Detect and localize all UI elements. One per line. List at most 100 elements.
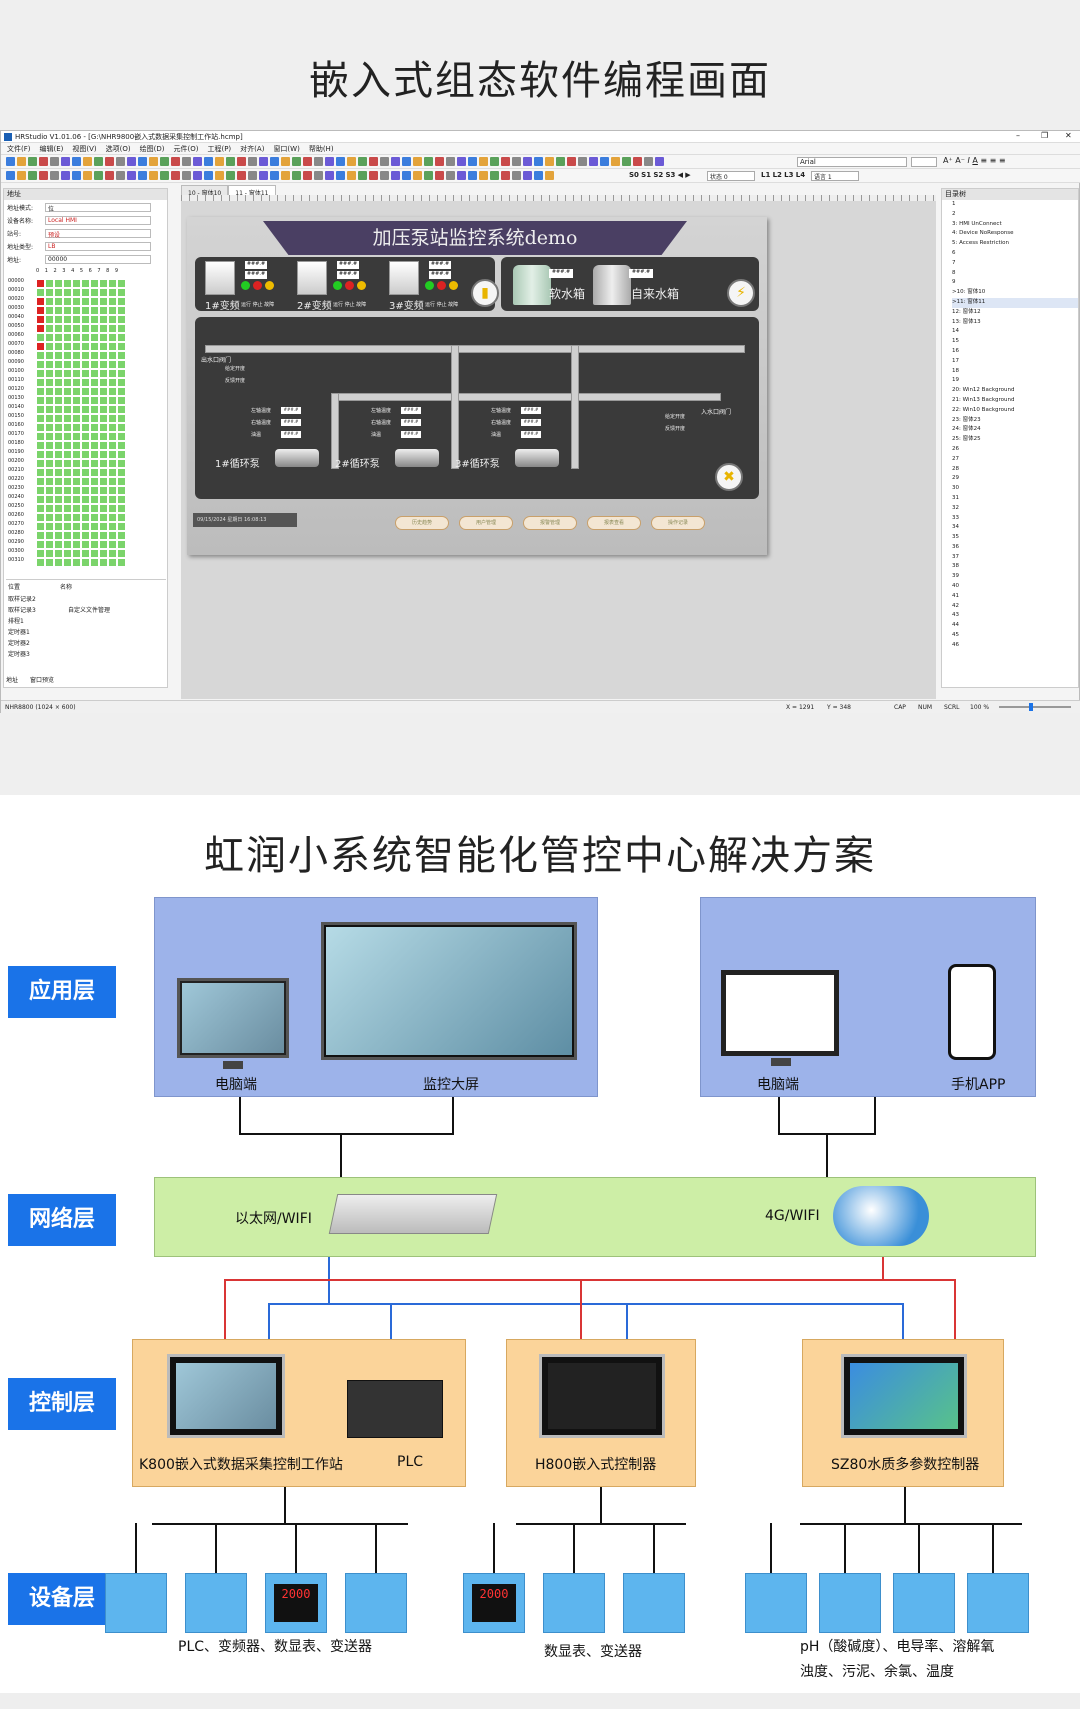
bit-cell[interactable] <box>64 334 71 341</box>
bit-cell[interactable] <box>37 352 44 359</box>
toolbar-tool-icon[interactable] <box>17 157 26 166</box>
bit-cell[interactable] <box>37 433 44 440</box>
bit-cell[interactable] <box>64 559 71 566</box>
bit-cell[interactable] <box>64 442 71 449</box>
bit-cell[interactable] <box>100 316 107 323</box>
tree-item[interactable]: 23: 窗体23 <box>952 416 981 423</box>
bit-cell[interactable] <box>109 523 116 530</box>
bit-cell[interactable] <box>118 370 125 377</box>
bit-cell[interactable] <box>73 415 80 422</box>
toolbar-tool-icon[interactable] <box>611 157 620 166</box>
bit-cell[interactable] <box>46 280 53 287</box>
bit-cell[interactable] <box>64 289 71 296</box>
bit-cell[interactable] <box>64 532 71 539</box>
bit-cell[interactable] <box>82 370 89 377</box>
toolbar-tool-icon[interactable] <box>336 171 345 180</box>
bit-cell[interactable] <box>46 379 53 386</box>
bit-cell[interactable] <box>118 451 125 458</box>
menu-window[interactable]: 窗口(W) <box>273 145 300 153</box>
toolbar-tool-icon[interactable] <box>105 157 114 166</box>
bit-cell[interactable] <box>100 352 107 359</box>
bit-cell[interactable] <box>91 559 98 566</box>
bit-cell[interactable] <box>46 505 53 512</box>
toolbar-tool-icon[interactable] <box>347 157 356 166</box>
menu-edit[interactable]: 编辑(E) <box>39 145 64 153</box>
bit-cell[interactable] <box>55 379 62 386</box>
bit-cell[interactable] <box>64 352 71 359</box>
bit-cell[interactable] <box>37 460 44 467</box>
bit-cell[interactable] <box>37 469 44 476</box>
bit-cell[interactable] <box>82 541 89 548</box>
toolbar-tool-icon[interactable] <box>160 171 169 180</box>
toolbar-tool-icon[interactable] <box>83 171 92 180</box>
bit-cell[interactable] <box>37 298 44 305</box>
bit-cell[interactable] <box>73 316 80 323</box>
bit-cell[interactable] <box>100 325 107 332</box>
bit-cell[interactable] <box>37 289 44 296</box>
bit-cell[interactable] <box>82 505 89 512</box>
bit-cell[interactable] <box>37 424 44 431</box>
bit-cell[interactable] <box>37 442 44 449</box>
bit-cell[interactable] <box>73 388 80 395</box>
field-value[interactable]: LB <box>45 242 151 251</box>
hmi-nav-button[interactable]: 操作记录 <box>651 516 705 530</box>
bit-cell[interactable] <box>109 343 116 350</box>
bit-cell[interactable] <box>55 280 62 287</box>
toolbar-tool-icon[interactable] <box>204 171 213 180</box>
bit-cell[interactable] <box>118 379 125 386</box>
bit-cell[interactable] <box>64 523 71 530</box>
bit-cell[interactable] <box>37 559 44 566</box>
bit-cell[interactable] <box>73 460 80 467</box>
toolbar-tool-icon[interactable] <box>39 157 48 166</box>
bit-cell[interactable] <box>118 433 125 440</box>
bit-cell[interactable] <box>73 334 80 341</box>
text-format-icons[interactable]: A⁺ A⁻ I A ≡ ≡ ≡ <box>943 156 1006 165</box>
bit-cell[interactable] <box>64 280 71 287</box>
tree-item[interactable]: 36 <box>952 543 959 550</box>
bit-cell[interactable] <box>55 505 62 512</box>
state-select[interactable]: 状态 0 <box>707 171 755 181</box>
toolbar-tool-icon[interactable] <box>292 171 301 180</box>
bit-cell[interactable] <box>109 496 116 503</box>
minimize-icon[interactable]: – <box>1016 131 1020 140</box>
tree-item[interactable]: 4: Device NoResponse <box>952 230 1014 237</box>
bit-cell[interactable] <box>100 370 107 377</box>
toolbar-tool-icon[interactable] <box>369 171 378 180</box>
bit-cell[interactable] <box>46 469 53 476</box>
tree-item[interactable]: 43 <box>952 612 959 619</box>
bit-cell[interactable] <box>91 550 98 557</box>
toolbar-tool-icon[interactable] <box>468 171 477 180</box>
bit-cell[interactable] <box>73 370 80 377</box>
bit-cell[interactable] <box>64 316 71 323</box>
tree-item[interactable]: 33 <box>952 514 959 521</box>
bit-cell[interactable] <box>55 523 62 530</box>
bit-cell[interactable] <box>100 433 107 440</box>
hmi-nav-button[interactable]: 历史趋势 <box>395 516 449 530</box>
bit-cell[interactable] <box>100 505 107 512</box>
bit-cell[interactable] <box>109 388 116 395</box>
bit-cell[interactable] <box>109 559 116 566</box>
menu-view[interactable]: 视图(V) <box>72 145 97 153</box>
toolbar-tool-icon[interactable] <box>534 171 543 180</box>
toolbar-tool-icon[interactable] <box>402 171 411 180</box>
bit-cell[interactable] <box>73 298 80 305</box>
toolbar-tool-icon[interactable] <box>391 157 400 166</box>
bit-cell[interactable] <box>64 451 71 458</box>
toolbar-tool-icon[interactable] <box>116 171 125 180</box>
bit-cell[interactable] <box>73 532 80 539</box>
toolbar-tool-icon[interactable] <box>490 157 499 166</box>
bit-cell[interactable] <box>73 406 80 413</box>
bit-cell[interactable] <box>82 415 89 422</box>
bit-cell[interactable] <box>109 334 116 341</box>
bit-cell[interactable] <box>109 451 116 458</box>
bit-cell[interactable] <box>46 532 53 539</box>
toolbar-tool-icon[interactable] <box>193 171 202 180</box>
toolbar-tool-icon[interactable] <box>501 157 510 166</box>
bit-cell[interactable] <box>118 559 125 566</box>
bit-cell[interactable] <box>55 361 62 368</box>
bit-cell[interactable] <box>100 379 107 386</box>
toolbar-tool-icon[interactable] <box>61 157 70 166</box>
bit-cell[interactable] <box>118 460 125 467</box>
toolbar-tool-icon[interactable] <box>72 171 81 180</box>
tree-item[interactable]: 38 <box>952 563 959 570</box>
